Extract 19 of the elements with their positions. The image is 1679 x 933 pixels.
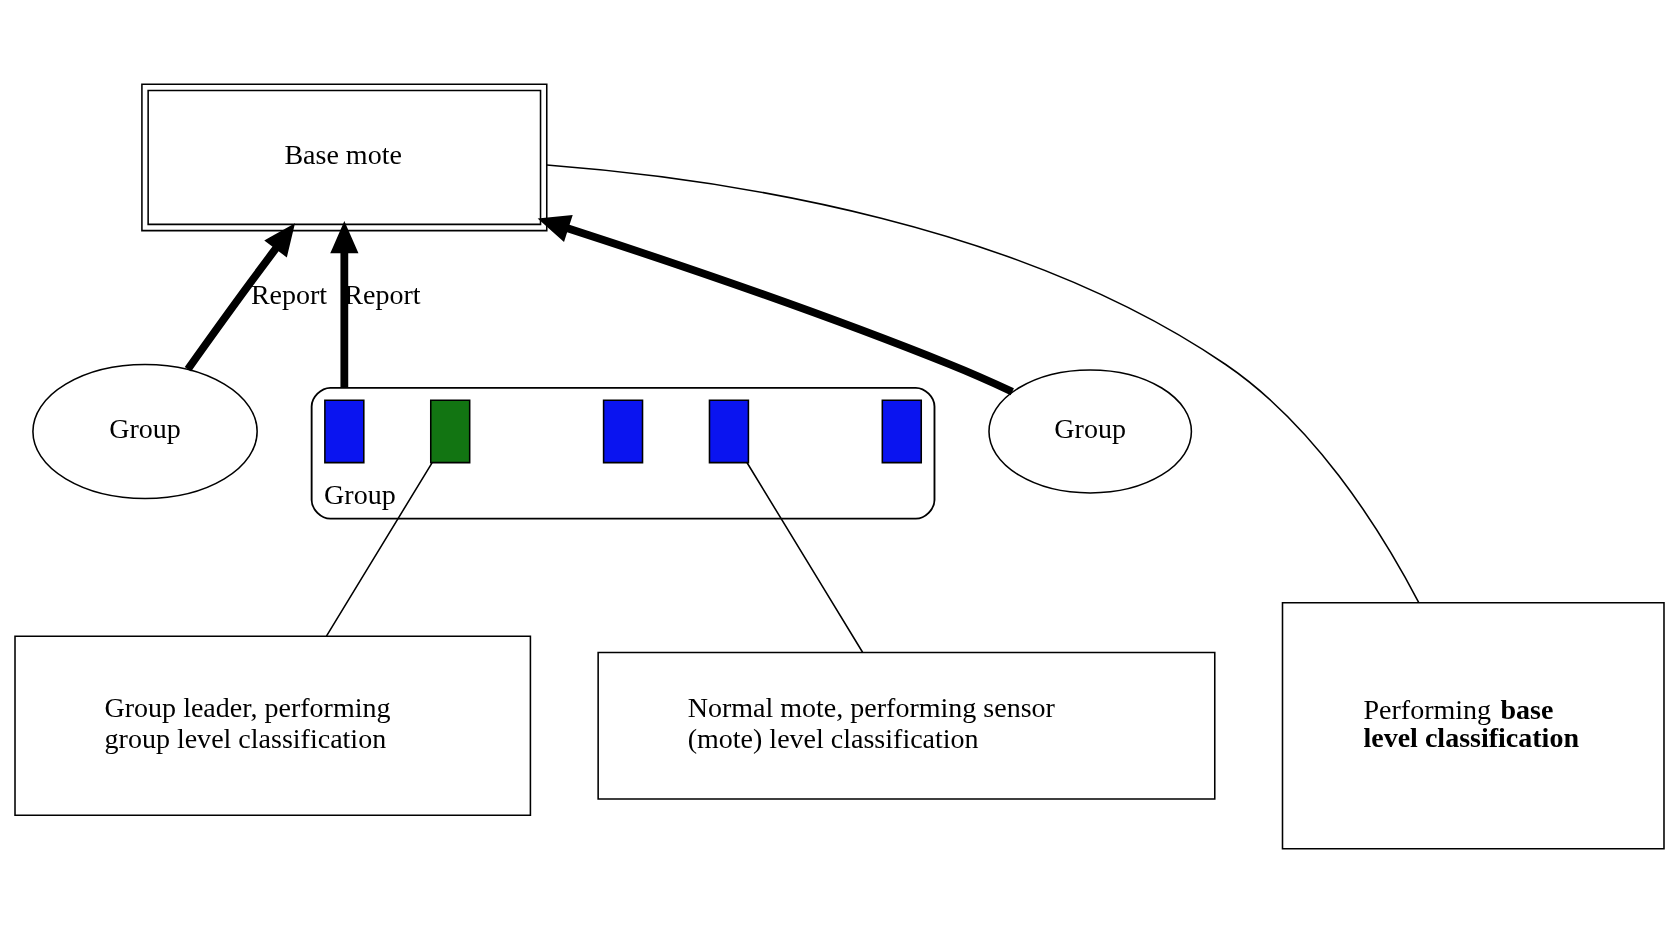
connector <box>746 461 864 653</box>
edge-label: Report <box>250 279 328 311</box>
node-box <box>430 399 471 464</box>
node-box <box>324 399 365 464</box>
node-box: Performing base level classification <box>1281 601 1665 850</box>
connector <box>325 462 433 637</box>
node-box <box>881 399 923 464</box>
node-box: Group leader, performing group level classification <box>14 635 532 817</box>
arrow <box>184 223 295 372</box>
connector <box>546 164 1420 604</box>
node-box: Normal mote, performing sensor (mote) level classification <box>597 651 1216 800</box>
node-box <box>602 399 644 464</box>
arrow <box>537 215 1014 396</box>
node-box: Base mote <box>141 83 548 232</box>
node-box <box>708 399 750 464</box>
node-ellipse: Group <box>32 363 258 500</box>
cluster: Group <box>310 386 936 520</box>
arrow <box>330 221 359 388</box>
node-ellipse: Group <box>988 369 1193 494</box>
